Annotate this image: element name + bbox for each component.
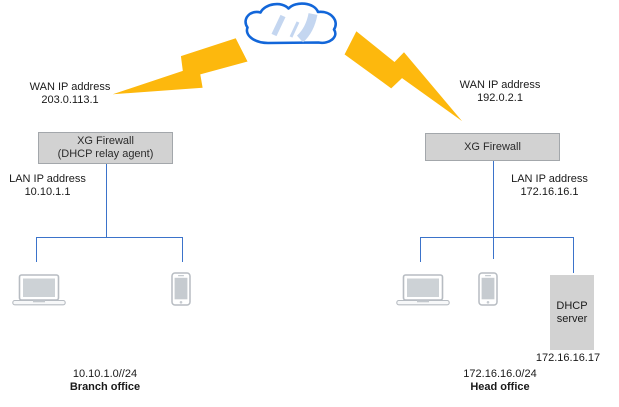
lan-label-left-text: LAN IP address: [9, 173, 86, 185]
connector-line: [106, 164, 107, 237]
lan-ip-left: 10.10.1.1: [24, 186, 71, 198]
connector-line: [36, 237, 183, 238]
subnet-left: 10.10.1.0//24: [72, 368, 138, 380]
dhcp-server-box: DHCP server: [550, 275, 594, 350]
dhcp-server-line1: DHCP: [556, 299, 588, 312]
lightning-bolt-right-icon: [338, 27, 479, 128]
connector-line: [573, 237, 574, 273]
connector-line: [493, 161, 494, 259]
connector-line: [420, 237, 421, 262]
lan-ip-right: 172.16.16.1: [520, 186, 579, 198]
firewall-right-line1: XG Firewall: [464, 140, 521, 153]
firewall-box-right: XG Firewall: [425, 133, 560, 161]
smartphone-icon: [171, 272, 191, 306]
lan-label-left: LAN IP address 10.10.1.1: [0, 173, 95, 199]
connector-line: [182, 237, 183, 262]
lan-label-right: LAN IP address 172.16.16.1: [502, 173, 597, 199]
firewall-left-line1: XG Firewall: [77, 135, 134, 147]
site-label-right: 172.16.16.0/24 Head office: [440, 368, 560, 394]
subnet-right: 172.16.16.0/24: [463, 368, 537, 380]
site-name-left: Branch office: [69, 381, 141, 393]
connector-line: [36, 237, 37, 262]
laptop-icon: [12, 274, 66, 306]
site-name-right: Head office: [470, 381, 530, 393]
wan-label-left-text: WAN IP address: [29, 81, 111, 93]
laptop-icon: [396, 274, 450, 306]
lightning-bolt-left-icon: [109, 26, 250, 127]
internet-cloud-icon: [240, 2, 342, 47]
dhcp-server-ip: 172.16.16.17: [535, 352, 601, 364]
smartphone-icon: [478, 272, 498, 306]
dhcp-server-line2: server: [556, 312, 588, 325]
wan-label-right: WAN IP address 192.0.2.1: [440, 79, 560, 105]
firewall-left-line2: (DHCP relay agent): [57, 148, 154, 160]
lan-label-right-text: LAN IP address: [511, 173, 588, 185]
wan-label-left: WAN IP address 203.0.113.1: [10, 81, 130, 107]
connector-line: [420, 237, 574, 238]
wan-ip-left: 203.0.113.1: [41, 94, 99, 106]
wan-ip-right: 192.0.2.1: [477, 92, 523, 104]
wan-label-right-text: WAN IP address: [459, 79, 541, 91]
site-label-left: 10.10.1.0//24 Branch office: [45, 368, 165, 394]
firewall-box-left: XG Firewall (DHCP relay agent): [38, 132, 173, 164]
